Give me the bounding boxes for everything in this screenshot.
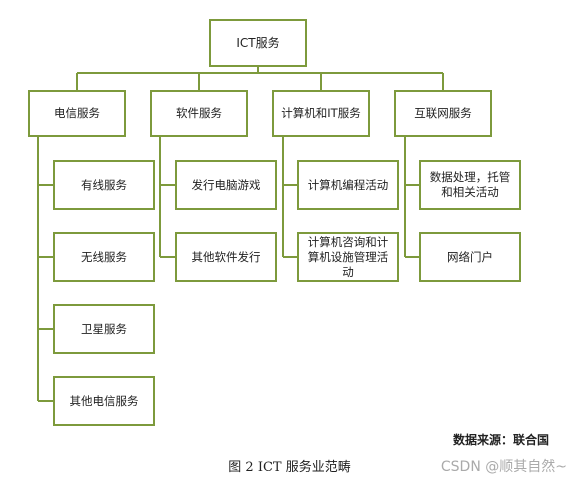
branch-telecom: 电信服务	[28, 90, 126, 137]
leaf-wireless: 无线服务	[53, 232, 155, 282]
leaf-other-software: 其他软件发行	[175, 232, 277, 282]
data-source-note: 数据来源：联合国	[452, 433, 549, 447]
watermark: CSDN @顺其自然~	[440, 459, 567, 475]
branch-software: 软件服务	[150, 90, 248, 137]
leaf-other-telecom: 其他电信服务	[53, 376, 155, 426]
leaf-wired: 有线服务	[53, 160, 155, 210]
leaf-programming: 计算机编程活动	[297, 160, 399, 210]
leaf-satellite: 卫星服务	[53, 304, 155, 354]
leaf-game-publishing: 发行电脑游戏	[175, 160, 277, 210]
figure-caption: 图 2 ICT 服务业范畴	[228, 460, 351, 475]
branch-computer-it: 计算机和IT服务	[272, 90, 370, 137]
root-node: ICT服务	[209, 19, 307, 67]
leaf-data-processing: 数据处理，托管和相关活动	[419, 160, 521, 210]
leaf-consulting: 计算机咨询和计算机设施管理活动	[297, 232, 399, 282]
branch-internet: 互联网服务	[394, 90, 492, 137]
leaf-web-portal: 网络门户	[419, 232, 521, 282]
